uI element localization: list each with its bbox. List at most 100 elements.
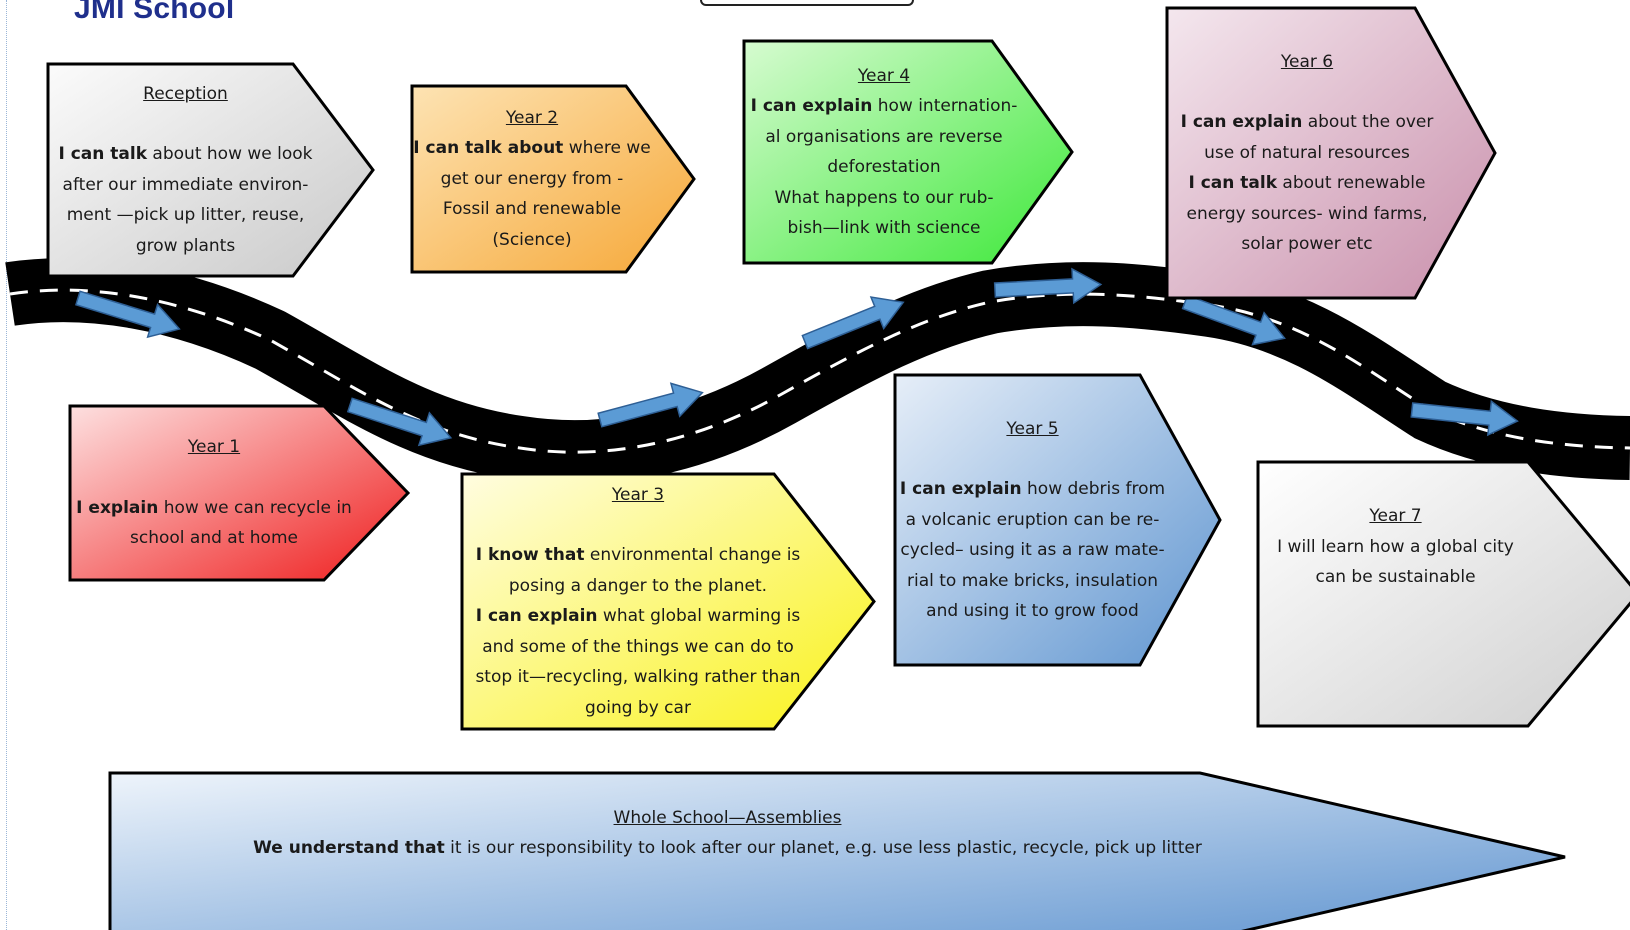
year-4-title: Year 4: [857, 65, 911, 86]
text-span: and using it to grow food: [926, 601, 1139, 621]
road-arrows: [75, 267, 1519, 447]
year-4-shape: [742, 39, 1074, 265]
year-1-shape: [68, 404, 411, 582]
whole-school-shape: [108, 771, 1566, 930]
text-span: get our energy from -: [440, 168, 624, 189]
bold-phrase: I can explain: [750, 96, 873, 116]
text-span: ment —pick up litter, reuse,: [66, 205, 305, 226]
year-5-title: Year 5: [1006, 418, 1059, 439]
card-line: get our energy from -: [441, 164, 624, 195]
text-span: solar power etc: [1241, 234, 1373, 254]
bold-phrase: I can explain: [475, 606, 598, 627]
page-margin-rule: [6, 0, 7, 930]
text-span: use of natural resources: [1204, 142, 1410, 163]
bold-phrase: I can talk about: [413, 138, 564, 159]
card-line: grow plants: [136, 231, 235, 262]
card-line: posing a danger to the planet.: [509, 571, 767, 602]
year-7-shape: [1256, 460, 1630, 728]
year-7-title: Year 7: [1369, 506, 1422, 527]
text-span: where we: [563, 138, 651, 159]
road: [5, 258, 1630, 485]
whole-school-title: Whole School—Assemblies: [613, 807, 842, 828]
card-line: I can explain what global warming is: [476, 601, 800, 632]
year-3-card: Year 3 I know that environmental change i…: [462, 474, 814, 729]
card-line: I can explain about the over: [1181, 107, 1434, 138]
card-line: al organisations are reverse: [765, 122, 1002, 153]
card-line: school and at home: [130, 523, 298, 554]
text-span: about how we look: [147, 144, 313, 165]
header-decoration: [700, 0, 914, 6]
road-direction-arrow: [597, 382, 704, 428]
text-span: a volcanic eruption can be re-: [905, 509, 1160, 530]
bold-phrase: I can explain: [1180, 112, 1303, 132]
text-span: school and at home: [130, 528, 298, 549]
text-span: rial to make bricks, insulation: [907, 570, 1158, 591]
bold-phrase: I can talk: [58, 144, 148, 165]
school-name: JMI School: [74, 0, 235, 25]
card-line: What happens to our rub-: [774, 183, 993, 214]
card-line: energy sources- wind farms,: [1187, 199, 1428, 230]
card-line: cycled– using it as a raw mate-: [900, 535, 1164, 566]
card-line: can be sustainable: [1315, 562, 1475, 593]
card-line: use of natural resources: [1204, 138, 1410, 169]
bold-phrase: I explain: [76, 497, 159, 518]
text-span: what global warming is: [597, 606, 801, 627]
road-direction-arrow: [75, 290, 181, 339]
year-2-shape: [410, 84, 696, 274]
card-line: I can explain how internation-: [751, 91, 1018, 122]
whole-school-card: Whole School—Assemblies We understand tha…: [110, 773, 1345, 893]
road-direction-arrow: [1410, 399, 1519, 437]
year-3-title: Year 3: [611, 484, 665, 505]
card-line: I can explain how debris from: [900, 474, 1165, 505]
text-span: deforestation: [827, 157, 941, 177]
year-4-card: Year 4 I can explain how internation-al o…: [744, 41, 1024, 263]
year-5-card: Year 5 I can explain how debris from a vol…: [895, 375, 1170, 665]
text-span: cycled– using it as a raw mate-: [900, 540, 1165, 560]
text-span: about the over: [1302, 112, 1434, 132]
road-direction-arrow: [1181, 294, 1286, 346]
card-line: and using it to grow food: [926, 596, 1139, 627]
card-line: Fossil and renewable: [443, 194, 621, 225]
year-3-shape: [460, 472, 876, 731]
year-6-shape: [1165, 6, 1497, 300]
text-span: about renewable: [1277, 173, 1426, 193]
year-5-shape: [893, 373, 1222, 667]
card-line: I can talk about renewable: [1188, 168, 1425, 199]
text-span: (Science): [492, 229, 572, 250]
road-direction-arrow: [801, 296, 905, 350]
card-line: We understand that it is our responsibil…: [253, 833, 1202, 864]
year-6-title: Year 6: [1280, 51, 1334, 72]
text-span: it is our responsibility to look after o…: [444, 838, 1202, 858]
text-span: and some of the things we can do to: [482, 636, 794, 657]
card-line: (Science): [492, 225, 571, 256]
text-span: Fossil and renewable: [442, 199, 622, 220]
text-span: al organisations are reverse: [765, 126, 1003, 147]
text-span: grow plants: [135, 235, 236, 256]
reception-shape: [46, 62, 375, 278]
card-line: stop it—recycling, walking rather than: [475, 662, 800, 693]
text-span: how internation-: [872, 96, 1018, 116]
card-line: I explain how we can recycle in: [76, 493, 352, 524]
text-span: What happens to our rub-: [774, 187, 994, 208]
text-span: can be sustainable: [1315, 567, 1476, 588]
bold-phrase: I know that: [475, 545, 585, 566]
year-6-card: Year 6 I can explain about the over use of…: [1167, 8, 1447, 298]
road-direction-arrow: [993, 267, 1103, 305]
year-7-card: Year 7 I will learn how a global city can …: [1258, 462, 1533, 632]
card-line: I know that environmental change is: [476, 540, 801, 571]
text-span: energy sources- wind farms,: [1186, 203, 1428, 224]
card-line: and some of the things we can do to: [482, 632, 794, 663]
card-line: a volcanic eruption can be re-: [906, 505, 1160, 536]
card-line: bish—link with science: [787, 213, 980, 244]
card-line: I will learn how a global city: [1277, 532, 1514, 563]
bold-phrase: I can talk: [1188, 173, 1278, 193]
card-line: ment —pick up litter, reuse,: [67, 200, 305, 231]
text-span: stop it—recycling, walking rather than: [475, 667, 801, 688]
road-direction-arrow: [346, 397, 453, 447]
bold-phrase: We understand that: [253, 838, 445, 858]
card-line: deforestation: [827, 152, 940, 183]
text-span: how we can recycle in: [158, 497, 352, 518]
